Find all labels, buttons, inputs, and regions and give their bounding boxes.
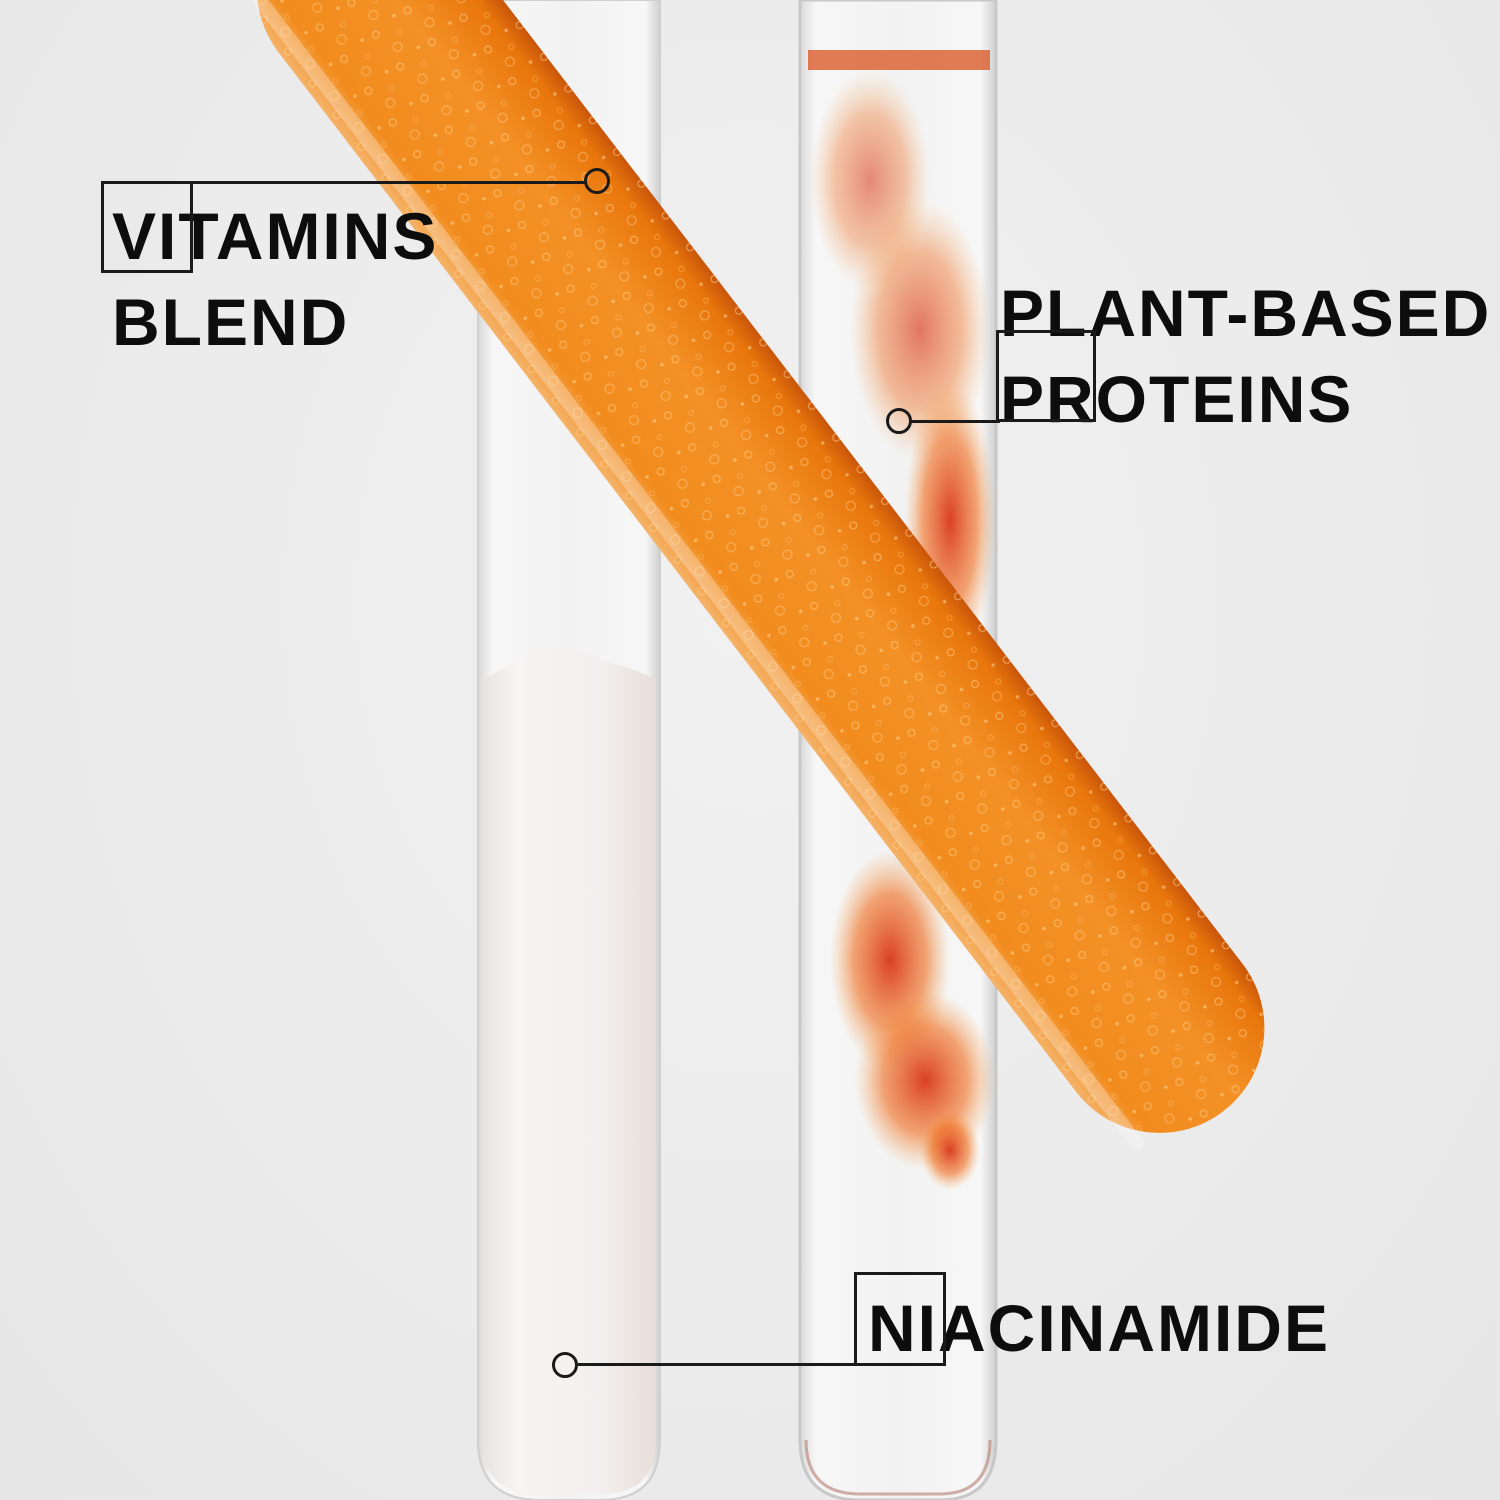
diagonal-gel-tube <box>225 0 1265 1151</box>
proteins-highlight-box <box>996 330 1096 422</box>
label-plant-based-proteins: PLANT-BASED PROTEINS <box>1000 280 1491 432</box>
vitamins-marker-dot <box>584 168 610 194</box>
niacinamide-marker-dot <box>552 1352 578 1378</box>
proteins-line-1: PLANT-BASED <box>1000 276 1492 350</box>
label-vitamins-blend: VITAMINS BLEND <box>112 203 438 355</box>
vitamins-line-2: BLEND <box>112 285 350 359</box>
proteins-leader-line <box>910 420 1000 423</box>
niacinamide-leader-line <box>578 1363 946 1366</box>
vitamins-line-1: VITAMINS <box>112 199 439 273</box>
vitamins-highlight-box <box>101 181 193 273</box>
vitamins-leader-line <box>101 181 586 184</box>
proteins-marker-dot <box>886 408 912 434</box>
niacinamide-highlight-box <box>854 1272 946 1366</box>
